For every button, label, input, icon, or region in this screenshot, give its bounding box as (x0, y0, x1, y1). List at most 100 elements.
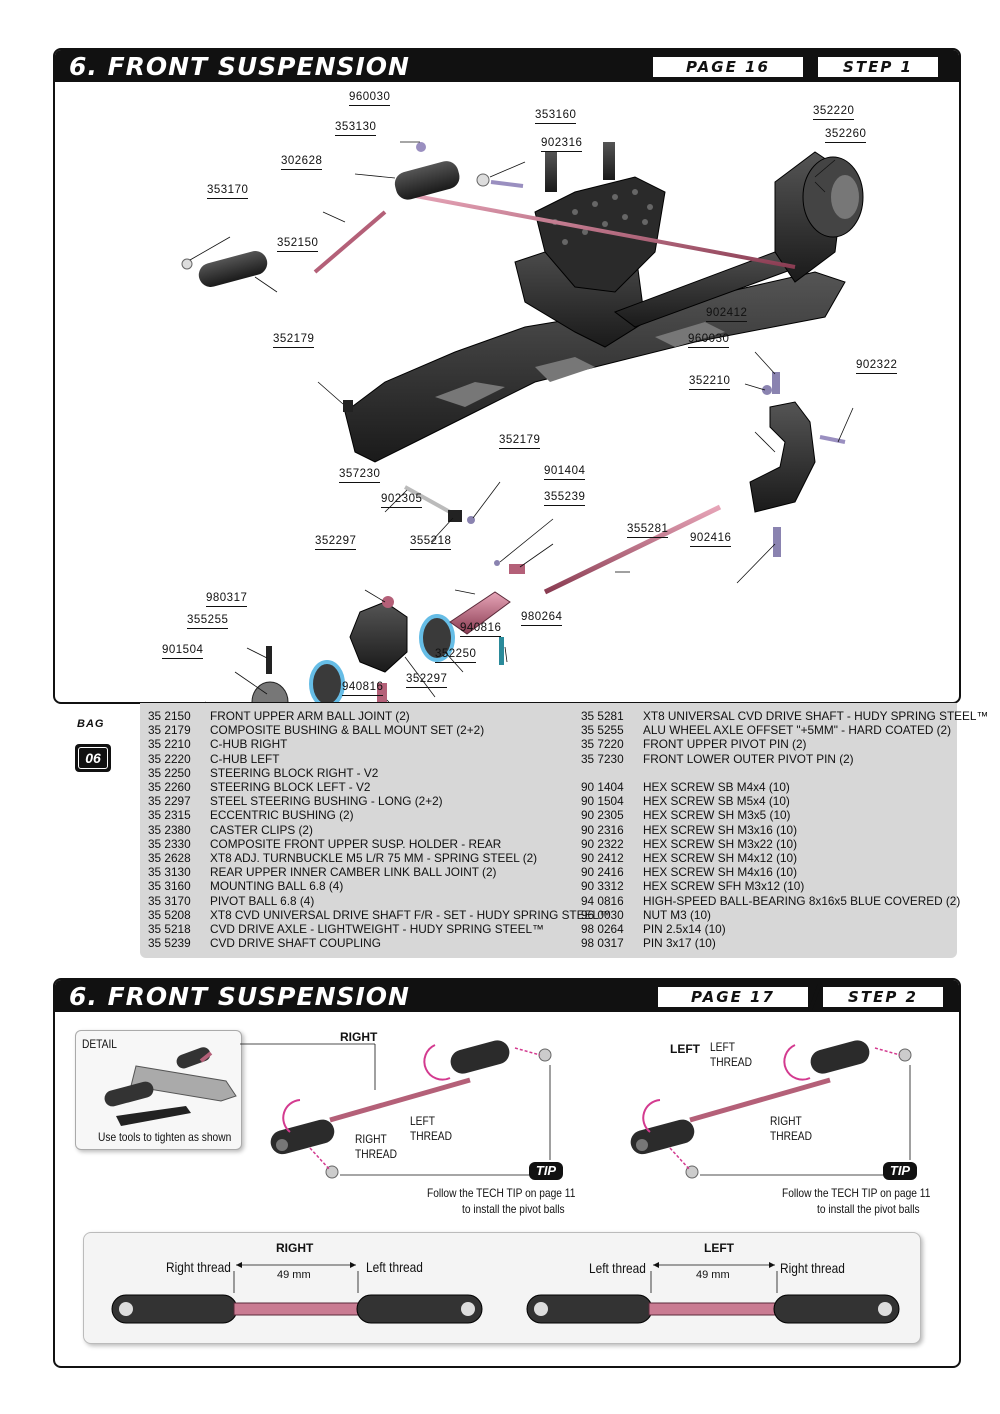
part-description: COMPOSITE FRONT UPPER SUSP. HOLDER - REA… (210, 836, 502, 851)
tip-badge-right: TIP (529, 1162, 563, 1180)
front-suspension-exploded-diagram (181, 141, 864, 702)
part-code: 35 3160 (148, 879, 191, 894)
right-turnbuckle-length-drawing (111, 1262, 483, 1324)
part-description: FRONT UPPER ARM BALL JOINT (2) (210, 709, 410, 723)
part-label: 902412 (706, 307, 748, 322)
part-code: 35 3130 (148, 865, 191, 880)
part-description: REAR UPPER INNER CAMBER LINK BALL JOINT … (210, 865, 497, 880)
tip-text: TIP (535, 1163, 557, 1178)
part-code: 35 5208 (148, 907, 191, 922)
left-turnbuckle-length-drawing (526, 1262, 900, 1324)
part-code: 90 2412 (581, 851, 624, 866)
bag-number: 06 (78, 747, 108, 769)
part-label: 902322 (856, 359, 898, 374)
part-description: HEX SCREW SB M4x4 (10) (643, 780, 790, 794)
tip-note-line2-right: to install the pivot balls (462, 1202, 565, 1216)
part-row: 35 2260 STEERING BLOCK LEFT - V2 (148, 780, 611, 794)
part-description: PIVOT BALL 6.8 (4) (210, 893, 315, 908)
step1-page-badge: PAGE 16 (652, 56, 804, 78)
left-turnbuckle-assembly (630, 1040, 912, 1179)
tip-text: TIP (889, 1163, 911, 1178)
part-label: 355239 (544, 491, 586, 506)
part-code: 94 0816 (581, 893, 624, 908)
divider-slash (803, 54, 817, 80)
part-code: 35 7220 (581, 737, 624, 752)
part-description: HEX SCREW SH M3x16 (10) (643, 822, 798, 837)
part-label: 980317 (206, 592, 248, 607)
inset-left-thread-label-2: Left thread (589, 1260, 646, 1276)
part-description: C-HUB LEFT (210, 751, 280, 766)
part-code (581, 766, 643, 780)
part-label: 302628 (281, 155, 323, 170)
part-description: CVD DRIVE SHAFT COUPLING (210, 936, 381, 951)
bag-label: BAG (77, 718, 105, 730)
part-description: HEX SCREW SB M5x4 (10) (643, 794, 790, 809)
part-description: ECCENTRIC BUSHING (2) (210, 808, 354, 823)
part-code: 35 2179 (148, 723, 191, 738)
right-label: RIGHT (340, 1030, 378, 1044)
part-code: 35 2330 (148, 836, 191, 851)
inset-right-label: RIGHT (276, 1241, 314, 1255)
part-code: 35 2210 (148, 737, 191, 752)
part-code: 35 3170 (148, 893, 191, 908)
part-label: 901504 (162, 644, 204, 659)
step2-title: 6. FRONT SUSPENSION (69, 982, 410, 1011)
right-turnbuckle-assembly (270, 1040, 552, 1179)
part-code: 96 0030 (581, 907, 624, 922)
part-code: 90 3312 (581, 879, 624, 894)
part-label: 355218 (410, 535, 452, 550)
part-code: 90 2322 (581, 836, 624, 851)
part-description: PIN 2.5x14 (10) (643, 922, 726, 937)
part-label: 960030 (349, 91, 391, 106)
part-description: STEERING BLOCK RIGHT - V2 (210, 765, 379, 780)
detail-caption: Use tools to tighten as shown (98, 1130, 232, 1144)
part-label: 357230 (339, 468, 381, 483)
part-label: 352150 (277, 237, 319, 252)
part-code: 35 5239 (148, 936, 191, 951)
part-row (581, 766, 988, 780)
left-label: LEFT (670, 1042, 700, 1056)
part-description: NUT M3 (10) (643, 907, 711, 922)
bag-number-badge: 06 (75, 744, 111, 772)
step1-step-badge: STEP 1 (817, 56, 939, 78)
part-label: 352179 (273, 333, 315, 348)
part-label: 352210 (689, 375, 731, 390)
part-description: HEX SCREW SFH M3x12 (10) (643, 879, 805, 894)
part-label: 352260 (825, 128, 867, 143)
part-label: 352297 (315, 535, 357, 550)
part-label: 352220 (813, 105, 855, 120)
part-label: 901404 (544, 465, 586, 480)
step1-title: 6. FRONT SUSPENSION (69, 52, 410, 81)
part-label: 902416 (690, 532, 732, 547)
part-code: 35 2260 (148, 780, 191, 795)
part-label: 902305 (381, 493, 423, 508)
part-code: 35 5281 (581, 709, 624, 723)
tip-note-line1-right: Follow the TECH TIP on page 11 (427, 1186, 576, 1200)
part-description: STEERING BLOCK LEFT - V2 (210, 780, 371, 795)
part-label: 902316 (541, 137, 583, 152)
part-description: XT8 ADJ. TURNBUCKLE M5 L/R 75 MM - SPRIN… (210, 851, 538, 866)
part-row: 96 0030 NUT M3 (10) (581, 908, 988, 922)
part-description: STEEL STEERING BUSHING - LONG (2+2) (210, 794, 443, 809)
